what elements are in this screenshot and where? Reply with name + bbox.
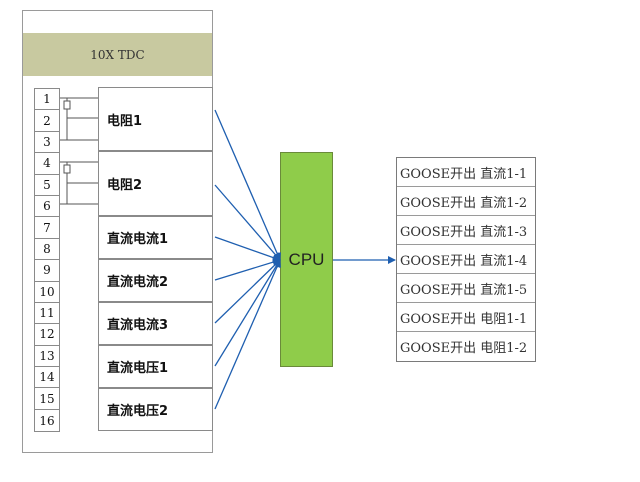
arrow-module-1-to-cpu bbox=[214, 109, 281, 261]
arrow-module-6-to-cpu bbox=[214, 259, 281, 367]
terminal-12: 12 bbox=[35, 324, 59, 346]
arrow-module-2-to-cpu bbox=[214, 184, 281, 261]
arrow-module-7-to-cpu bbox=[214, 259, 281, 410]
device-title: 10X TDC bbox=[23, 33, 212, 76]
resistor-wiring bbox=[60, 97, 98, 205]
input-module-6: 直流电压1 bbox=[98, 345, 213, 388]
input-module-5: 直流电流3 bbox=[98, 302, 213, 345]
goose-output-row: GOOSE开出 直流1-4 bbox=[397, 245, 535, 274]
goose-output-row: GOOSE开出 直流1-5 bbox=[397, 274, 535, 303]
terminal-11: 11 bbox=[35, 303, 59, 325]
input-module-3: 直流电流1 bbox=[98, 216, 213, 259]
terminal-15: 15 bbox=[35, 388, 59, 410]
terminal-2: 2 bbox=[35, 110, 59, 132]
terminal-4: 4 bbox=[35, 153, 59, 175]
goose-output-row: GOOSE开出 直流1-3 bbox=[397, 216, 535, 245]
terminal-10: 10 bbox=[35, 282, 59, 303]
goose-output-row: GOOSE开出 电阻1-1 bbox=[397, 303, 535, 332]
terminal-16: 16 bbox=[39, 413, 55, 428]
input-module-7: 直流电压2 bbox=[98, 388, 213, 431]
input-module-2: 电阻2 bbox=[98, 151, 213, 216]
arrow-module-5-to-cpu bbox=[214, 259, 281, 324]
terminal-1: 1 bbox=[35, 89, 59, 111]
arrow-module-3-to-cpu bbox=[214, 236, 281, 262]
terminal-8: 8 bbox=[35, 239, 59, 261]
cpu-block: CPU bbox=[280, 152, 333, 367]
goose-output-row: GOOSE开出 直流1-2 bbox=[397, 187, 535, 216]
terminal-7: 7 bbox=[35, 217, 59, 239]
goose-output-row: GOOSE开出 电阻1-2 bbox=[400, 341, 528, 356]
terminal-5: 5 bbox=[35, 175, 59, 196]
arrow-module-4-to-cpu bbox=[214, 258, 281, 281]
terminal-6: 6 bbox=[35, 196, 59, 218]
input-module-4: 直流电流2 bbox=[98, 259, 213, 302]
terminal-13: 13 bbox=[35, 346, 59, 368]
terminal-14: 14 bbox=[35, 367, 59, 389]
input-module-1: 电阻1 bbox=[98, 87, 213, 151]
terminal-3: 3 bbox=[35, 132, 59, 154]
goose-output-row: GOOSE开出 直流1-1 bbox=[397, 158, 535, 187]
terminal-9: 9 bbox=[35, 260, 59, 282]
